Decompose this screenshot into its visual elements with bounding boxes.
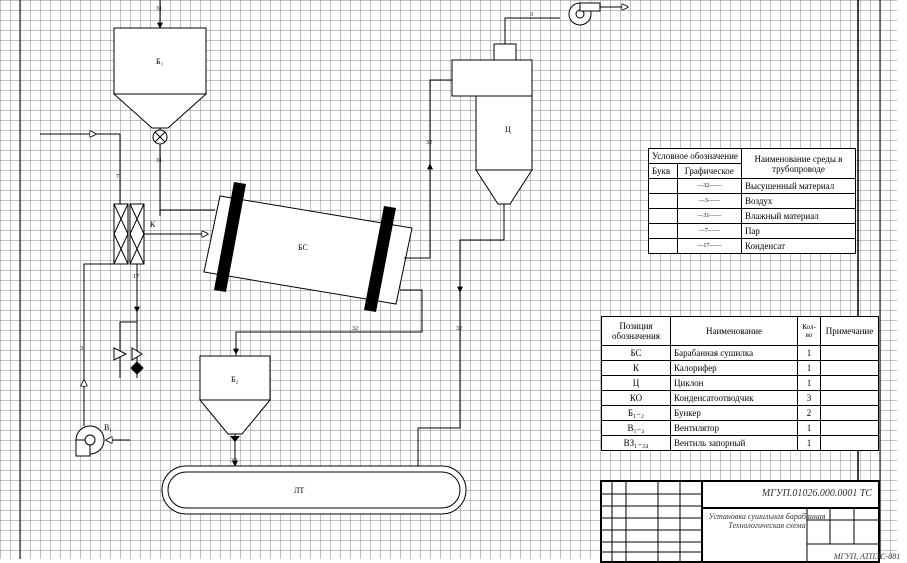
bunker-top-label: Б₁ <box>156 57 164 66</box>
table-row: К Калорифер 1 <box>601 360 879 376</box>
spec-qty: 2 <box>797 405 821 421</box>
valve-icon <box>113 347 128 361</box>
spec-qty: 3 <box>797 390 821 406</box>
spec-name: Калорифер <box>670 360 798 376</box>
spec-position: Ц <box>601 375 671 391</box>
spec-position: ВЗ₁₋₃₄ <box>601 435 671 451</box>
spec-position: В₁₋₂ <box>601 420 671 436</box>
legend-header-letter: Букв <box>648 163 678 179</box>
table-row: —31—— Влажный материал <box>648 208 857 224</box>
legend-medium-name: Влажный материал <box>740 208 857 224</box>
bunker-top: Б₁ 31 31 <box>112 0 208 216</box>
legend-code: 17 <box>703 243 710 249</box>
legend-code: 7 <box>704 228 708 234</box>
spec-position: КО <box>601 390 671 406</box>
legend-table: Условное обозначение Наименование среды … <box>648 148 857 254</box>
table-row: Ц Циклон 1 <box>601 375 879 391</box>
line-code-31-mid: 31 <box>156 158 162 164</box>
table-row: КО Конденсатоотводчик 3 <box>601 390 879 406</box>
spec-name: Вентиль запорный <box>670 435 798 451</box>
bunker-bottom-label: Б₂ <box>231 375 239 384</box>
spec-header-position: Позиция обозначения <box>601 316 671 346</box>
fan: В₁ <box>75 423 112 457</box>
spec-name: Вентилятор <box>670 420 798 436</box>
cyclone: Ц <box>451 43 533 205</box>
spec-qty: 1 <box>797 375 821 391</box>
spec-qty: 1 <box>797 420 821 436</box>
legend-medium-name: Пар <box>740 223 857 239</box>
line-code-17: 17 <box>133 274 139 280</box>
spec-name: Конденсатоотводчик <box>670 390 798 406</box>
belt-conveyor: ЛТ <box>161 465 467 515</box>
specification-table: Позиция обозначения Наименование Кол-во … <box>601 316 879 451</box>
condensate-trap-icon <box>130 361 144 375</box>
spec-name: Барабанная сушилка <box>670 345 798 361</box>
line-code-7: 7 <box>116 174 119 180</box>
air-line <box>83 263 114 426</box>
spec-header-name: Наименование <box>670 316 798 346</box>
document-code: МГУП.01026.000.0001 ТС <box>761 488 873 499</box>
legend-medium-name: Воздух <box>740 193 857 209</box>
table-row: —32—— Высушенный материал <box>648 178 857 194</box>
spec-position: Б₁₋₂ <box>601 405 671 421</box>
spec-name: Бункер <box>670 405 798 421</box>
title-block-grid <box>602 482 878 561</box>
title-block: МГУП.01026.000.0001 ТС Установка сушильн… <box>600 480 900 563</box>
spec-qty: 1 <box>797 345 821 361</box>
valve-icon <box>131 347 143 361</box>
legend-header-medium: Наименование среды в трубопроводе <box>740 148 857 179</box>
table-row: В₁₋₂ Вентилятор 1 <box>601 420 879 436</box>
spec-qty: 1 <box>797 360 821 376</box>
drawing-title: Установка сушильная барабанная Технологи… <box>708 512 826 530</box>
line-code-32-exhaust: 32 <box>426 140 432 146</box>
spec-qty: 1 <box>797 435 821 451</box>
cyclone-product-line <box>459 204 505 310</box>
table-row: —7—— Пар <box>648 223 857 239</box>
table-row: ВЗ₁₋₃₄ Вентиль запорный 1 <box>601 435 879 451</box>
table-row: —3—— Воздух <box>648 193 857 209</box>
heater-label: К <box>150 220 156 229</box>
spec-header-note: Примечание <box>820 316 879 346</box>
dryer-label: БС <box>298 243 308 252</box>
condensate-line <box>119 264 138 378</box>
cyclone-exhaust-line <box>504 17 560 44</box>
steam-inlet-line <box>40 133 121 204</box>
exhaust-fan <box>568 2 601 26</box>
spec-position: БС <box>601 345 671 361</box>
line-code-32-dried: 32 <box>352 326 358 332</box>
heater: К <box>113 203 156 265</box>
table-row: БС Барабанная сушилка 1 <box>601 345 879 361</box>
table-row: —17—— Конденсат <box>648 238 857 254</box>
legend-header-graphic: Графическое <box>676 163 742 179</box>
legend-medium-name: Высушенный материал <box>740 178 857 194</box>
line-code-3-air: 3 <box>80 346 83 352</box>
spec-name: Циклон <box>670 375 798 391</box>
spec-position: К <box>601 360 671 376</box>
legend-header-designation: Условное обозначение <box>648 148 742 164</box>
fan-label: В₁ <box>104 423 112 432</box>
cyclone-label: Ц <box>505 125 511 134</box>
drum-dryer: БС <box>203 182 413 312</box>
legend-code: 31 <box>703 213 710 219</box>
line-code-32-cyclone: 32 <box>456 326 462 332</box>
bunker-bottom: Б₂ 32 <box>198 355 272 467</box>
organization: МГУП, АТПЭС-081 <box>833 552 901 561</box>
line-code-31-top: 31 <box>156 6 162 12</box>
legend-code: 32 <box>703 183 710 189</box>
spec-header-qty: Кол-во <box>797 316 821 346</box>
conveyor-label: ЛТ <box>294 486 304 495</box>
line-code-3-exhaust: 3 <box>530 12 533 18</box>
line-code-32-bunker: 32 <box>231 458 237 464</box>
legend-code: 3 <box>704 198 708 204</box>
legend-medium-name: Конденсат <box>740 238 857 254</box>
table-row: Б₁₋₂ Бункер 2 <box>601 405 879 421</box>
